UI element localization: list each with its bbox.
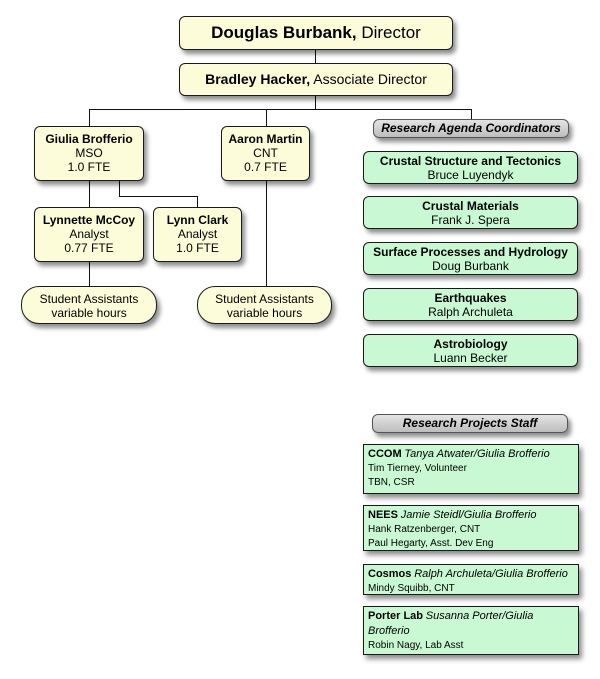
connector-to-aaron [266,109,267,127]
coordinator-area: Crustal Materials [422,199,519,213]
coordinator-area: Surface Processes and Hydrology [373,245,568,259]
staff-role: CNT [253,146,278,160]
connector-horizontal-top [89,109,471,110]
staff-name: Lynn Clark [166,213,229,227]
connector-director-associate [315,49,316,63]
staff-box-lynn-clark: Lynn Clark Analyst 1.0 FTE [153,207,242,262]
staff-fte: 0.77 FTE [64,241,114,255]
staff-role: Analyst [69,227,109,241]
coordinator-box: Crustal Structure and Tectonics Bruce Lu… [363,151,578,184]
coordinator-area: Astrobiology [433,337,508,351]
associate-director-title: Associate Director [310,71,427,87]
director-title: Director [356,23,421,42]
coordinator-area: Crustal Structure and Tectonics [379,154,562,168]
staff-name: Lynnette McCoy [42,213,136,227]
coordinators-header-label: Research Agenda Coordinators [381,121,561,135]
connector-giulia-to-lynnette [89,180,90,207]
connector-giulia-to-lynn-v2 [197,196,198,207]
coordinator-person: Luann Becker [433,351,508,365]
associate-director-box: Bradley Hacker, Associate Director [179,63,453,96]
project-box-porter-lab: Porter Lab Susanna Porter/Giulia Broffer… [363,606,579,655]
staff-box-lynnette-mccoy: Lynnette McCoy Analyst 0.77 FTE [34,207,144,262]
staff-fte: 1.0 FTE [176,241,219,255]
connector-giulia-to-lynn-v1 [119,180,120,196]
project-box-ccom: CCOM Tanya Atwater/Giulia Brofferio Tim … [363,444,579,494]
coordinator-person: Bruce Luyendyk [427,168,514,182]
coordinator-box: Earthquakes Ralph Archuleta [363,288,578,321]
staff-box-aaron-martin: Aaron Martin CNT 0.7 FTE [221,126,310,181]
project-box-cosmos: Cosmos Ralph Archuleta/Giulia Brofferio … [363,564,579,595]
coordinator-person: Frank J. Spera [431,213,510,227]
projects-header-label: Research Projects Staff [402,416,538,430]
student-assistants-hours: variable hours [226,306,303,320]
student-assistants-box: Student Assistants variable hours [21,286,157,324]
project-name: Cosmos [368,568,412,580]
project-staff: Hank Ratzenberger, CNT [368,524,481,535]
connector-associate-down [315,96,316,109]
project-name: CCOM [368,448,402,460]
project-name: NEES [368,509,398,521]
coordinator-box: Astrobiology Luann Becker [363,334,578,367]
project-box-nees: NEES Jamie Steidl/Giulia Brofferio Hank … [363,505,579,551]
associate-director-name: Bradley Hacker, [205,71,311,87]
project-lead: Tanya Atwater/Giulia Brofferio [404,448,550,460]
director-name: Douglas Burbank, [211,23,357,42]
staff-role: Analyst [177,227,218,241]
project-name: Porter Lab [368,610,424,622]
coordinator-box: Surface Processes and Hydrology Doug Bur… [363,242,578,275]
student-assistants-label: Student Assistants [215,292,314,306]
student-assistants-label: Student Assistants [39,292,139,306]
staff-box-giulia-brofferio: Giulia Brofferio MSO 1.0 FTE [34,126,144,181]
director-box: Douglas Burbank, Director [179,16,453,50]
connector-aaron-to-students [266,180,267,286]
student-assistants-hours: variable hours [51,306,127,320]
project-lead: Jamie Steidl/Giulia Brofferio [400,509,537,521]
staff-name: Giulia Brofferio [45,132,133,146]
project-staff: Tim Tierney, Volunteer [368,463,467,474]
staff-fte: 0.7 FTE [244,160,287,174]
project-staff: Mindy Squibb, CNT [368,583,455,594]
project-lead: Ralph Archuleta/Giulia Brofferio [414,568,568,580]
staff-name: Aaron Martin [228,132,303,146]
project-staff: Robin Nagy, Lab Asst [368,640,464,651]
connector-to-coordinators [471,109,472,120]
coordinator-box: Crustal Materials Frank J. Spera [363,196,578,229]
coordinator-area: Earthquakes [434,291,507,305]
coordinators-header: Research Agenda Coordinators [373,119,569,138]
staff-fte: 1.0 FTE [67,160,111,174]
coordinator-person: Doug Burbank [432,259,509,273]
connector-to-giulia [89,109,90,127]
projects-header: Research Projects Staff [372,414,568,433]
connector-giulia-to-lynn-h [119,196,198,197]
connector-lynnette-to-students [89,261,90,286]
project-staff: TBN, CSR [368,477,415,488]
project-lead: Susanna Porter/Giulia Brofferio [368,610,534,637]
student-assistants-box: Student Assistants variable hours [197,286,332,324]
coordinator-person: Ralph Archuleta [428,305,513,319]
project-staff: Paul Hegarty, Asst. Dev Eng [368,538,494,549]
staff-role: MSO [75,146,103,160]
